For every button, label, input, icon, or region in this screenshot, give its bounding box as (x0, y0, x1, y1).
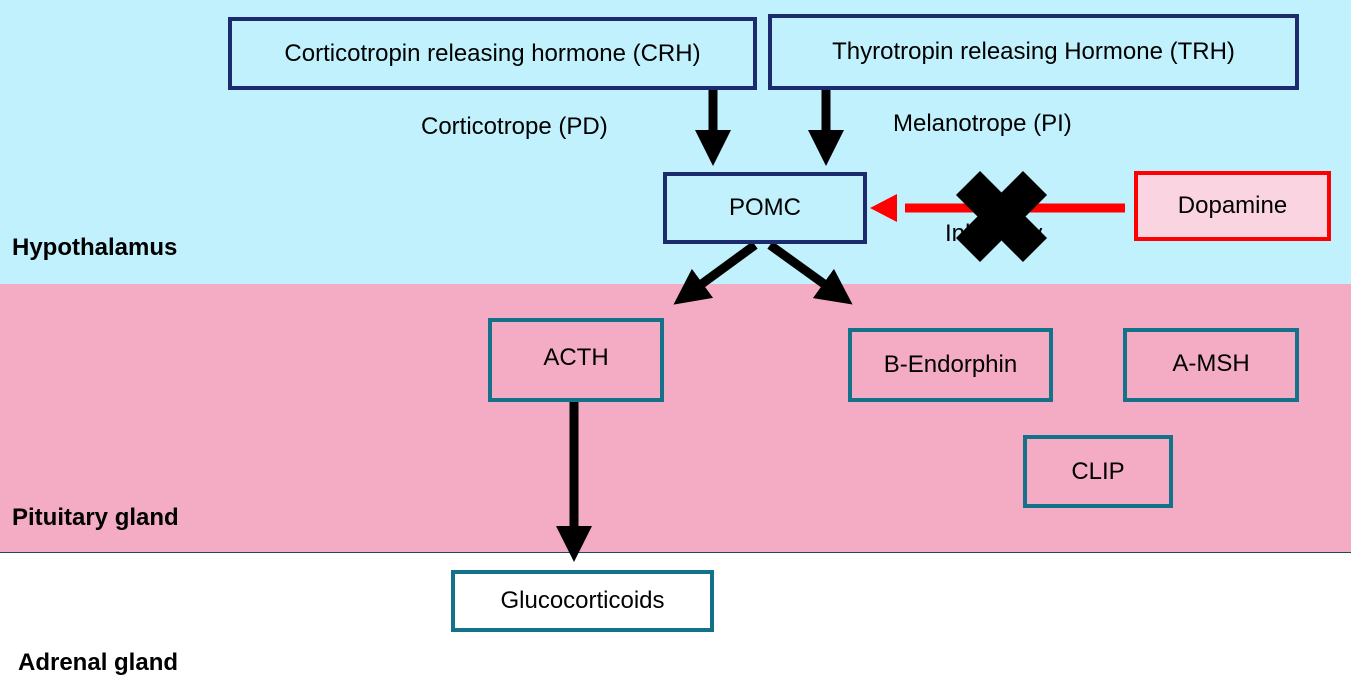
arrow-pomc-acth (673, 241, 758, 305)
node-crh: Corticotropin releasing hormone (CRH) (228, 17, 757, 90)
node-amsh: A-MSH (1123, 328, 1299, 402)
node-glucocorticoids: Glucocorticoids (451, 570, 714, 632)
arrowhead-dopamine-pomc (870, 194, 897, 222)
node-endorphin: B-Endorphin (848, 328, 1053, 402)
node-amsh-label: A-MSH (1172, 350, 1250, 377)
node-trh-label: Thyrotropin releasing Hormone (TRH) (832, 38, 1235, 65)
node-dopamine-label: Dopamine (1177, 192, 1288, 219)
block-x-icon (955, 170, 1048, 263)
label-corticotrope: Corticotrope (PD) (421, 113, 608, 140)
node-crh-label: Corticotropin releasing hormone (CRH) (284, 39, 701, 67)
hypothalamus-band (0, 0, 1351, 285)
node-acth-label: ACTH (543, 344, 609, 371)
node-pomc: POMC (663, 172, 867, 244)
node-clip-label: CLIP (1071, 457, 1125, 485)
node-glucocorticoids-label: Glucocorticoids (500, 587, 665, 614)
label-melanotrope: Melanotrope (PI) (893, 110, 1072, 137)
region-hypothalamus: Hypothalamus (12, 234, 178, 261)
node-pomc-label: POMC (729, 194, 801, 221)
arrow-pomc-endorphin (767, 241, 853, 305)
node-endorphin-label: B-Endorphin (883, 351, 1018, 378)
region-adrenal: Adrenal gland (18, 649, 179, 676)
node-acth: ACTH (488, 318, 664, 402)
node-clip: CLIP (1023, 435, 1173, 508)
region-pituitary: Pituitary gland (12, 504, 179, 531)
node-dopamine: Dopamine (1134, 171, 1331, 241)
node-trh: Thyrotropin releasing Hormone (TRH) (768, 14, 1299, 90)
